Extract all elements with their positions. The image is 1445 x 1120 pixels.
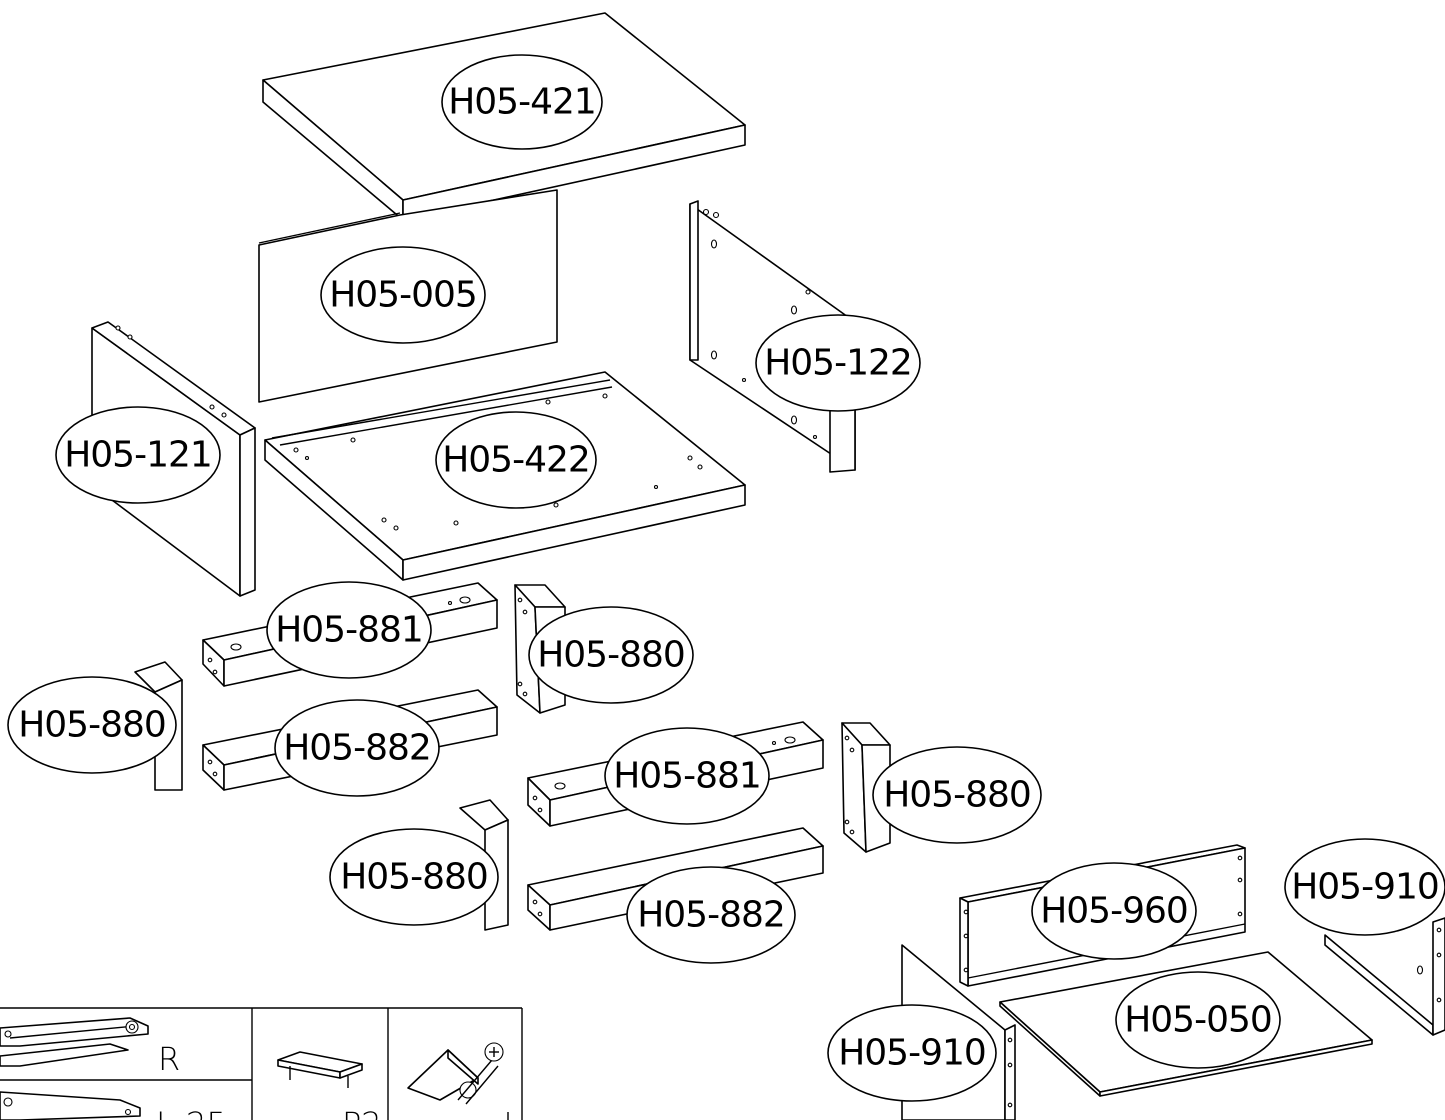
- part-code: H05-881: [613, 756, 761, 797]
- part-label: H05-122: [755, 314, 921, 412]
- part-code: H05-005: [329, 275, 477, 316]
- hardware-table: R L 25 P2: [0, 1007, 523, 1120]
- part-label: H05-880: [528, 606, 694, 704]
- handle-suffix: P2: [342, 1105, 382, 1120]
- slide-left-letter: L: [156, 1105, 174, 1120]
- slide-left-suffix: 25: [186, 1105, 227, 1120]
- part-label: H05-882: [626, 866, 796, 964]
- part-code: H05-122: [764, 343, 912, 384]
- part-code: H05-881: [275, 610, 423, 651]
- part-code: H05-880: [340, 857, 488, 898]
- part-label: H05-121: [55, 406, 221, 504]
- part-label: H05-960: [1031, 862, 1197, 960]
- part-label: H05-050: [1115, 971, 1281, 1069]
- part-code: H05-882: [637, 895, 785, 936]
- part-label: H05-421: [441, 54, 603, 150]
- drawer-side-right: [1324, 917, 1445, 1036]
- part-code: H05-121: [64, 435, 212, 476]
- part-label: H05-422: [435, 411, 597, 509]
- part-label: H05-881: [604, 727, 770, 825]
- drawer-slide-right-icon: [0, 1017, 149, 1067]
- part-label: H05-910: [1284, 838, 1445, 936]
- part-label: H05-881: [266, 581, 432, 679]
- part-code: H05-421: [448, 82, 596, 123]
- part-label: H05-005: [320, 246, 486, 344]
- slide-right-letter: R: [158, 1040, 180, 1078]
- part-code: H05-880: [18, 705, 166, 746]
- drawer-slide-left-icon: [0, 1091, 141, 1120]
- part-code: H05-960: [1040, 891, 1188, 932]
- part-label: H05-880: [329, 828, 499, 926]
- handle-icon: [277, 1051, 363, 1088]
- part-label: H05-880: [7, 676, 177, 774]
- part-code: H05-910: [1291, 867, 1439, 908]
- corner-block-screw-icon: [407, 1042, 504, 1105]
- part-code: H05-880: [883, 775, 1031, 816]
- part-code: H05-050: [1124, 1000, 1272, 1041]
- part-code: H05-880: [537, 635, 685, 676]
- part-label: H05-880: [872, 746, 1042, 844]
- part-label: H05-910: [827, 1004, 997, 1102]
- part-code: H05-910: [838, 1033, 986, 1074]
- part-label: H05-882: [274, 699, 440, 797]
- part-code: H05-882: [283, 728, 431, 769]
- part-code: H05-422: [442, 440, 590, 481]
